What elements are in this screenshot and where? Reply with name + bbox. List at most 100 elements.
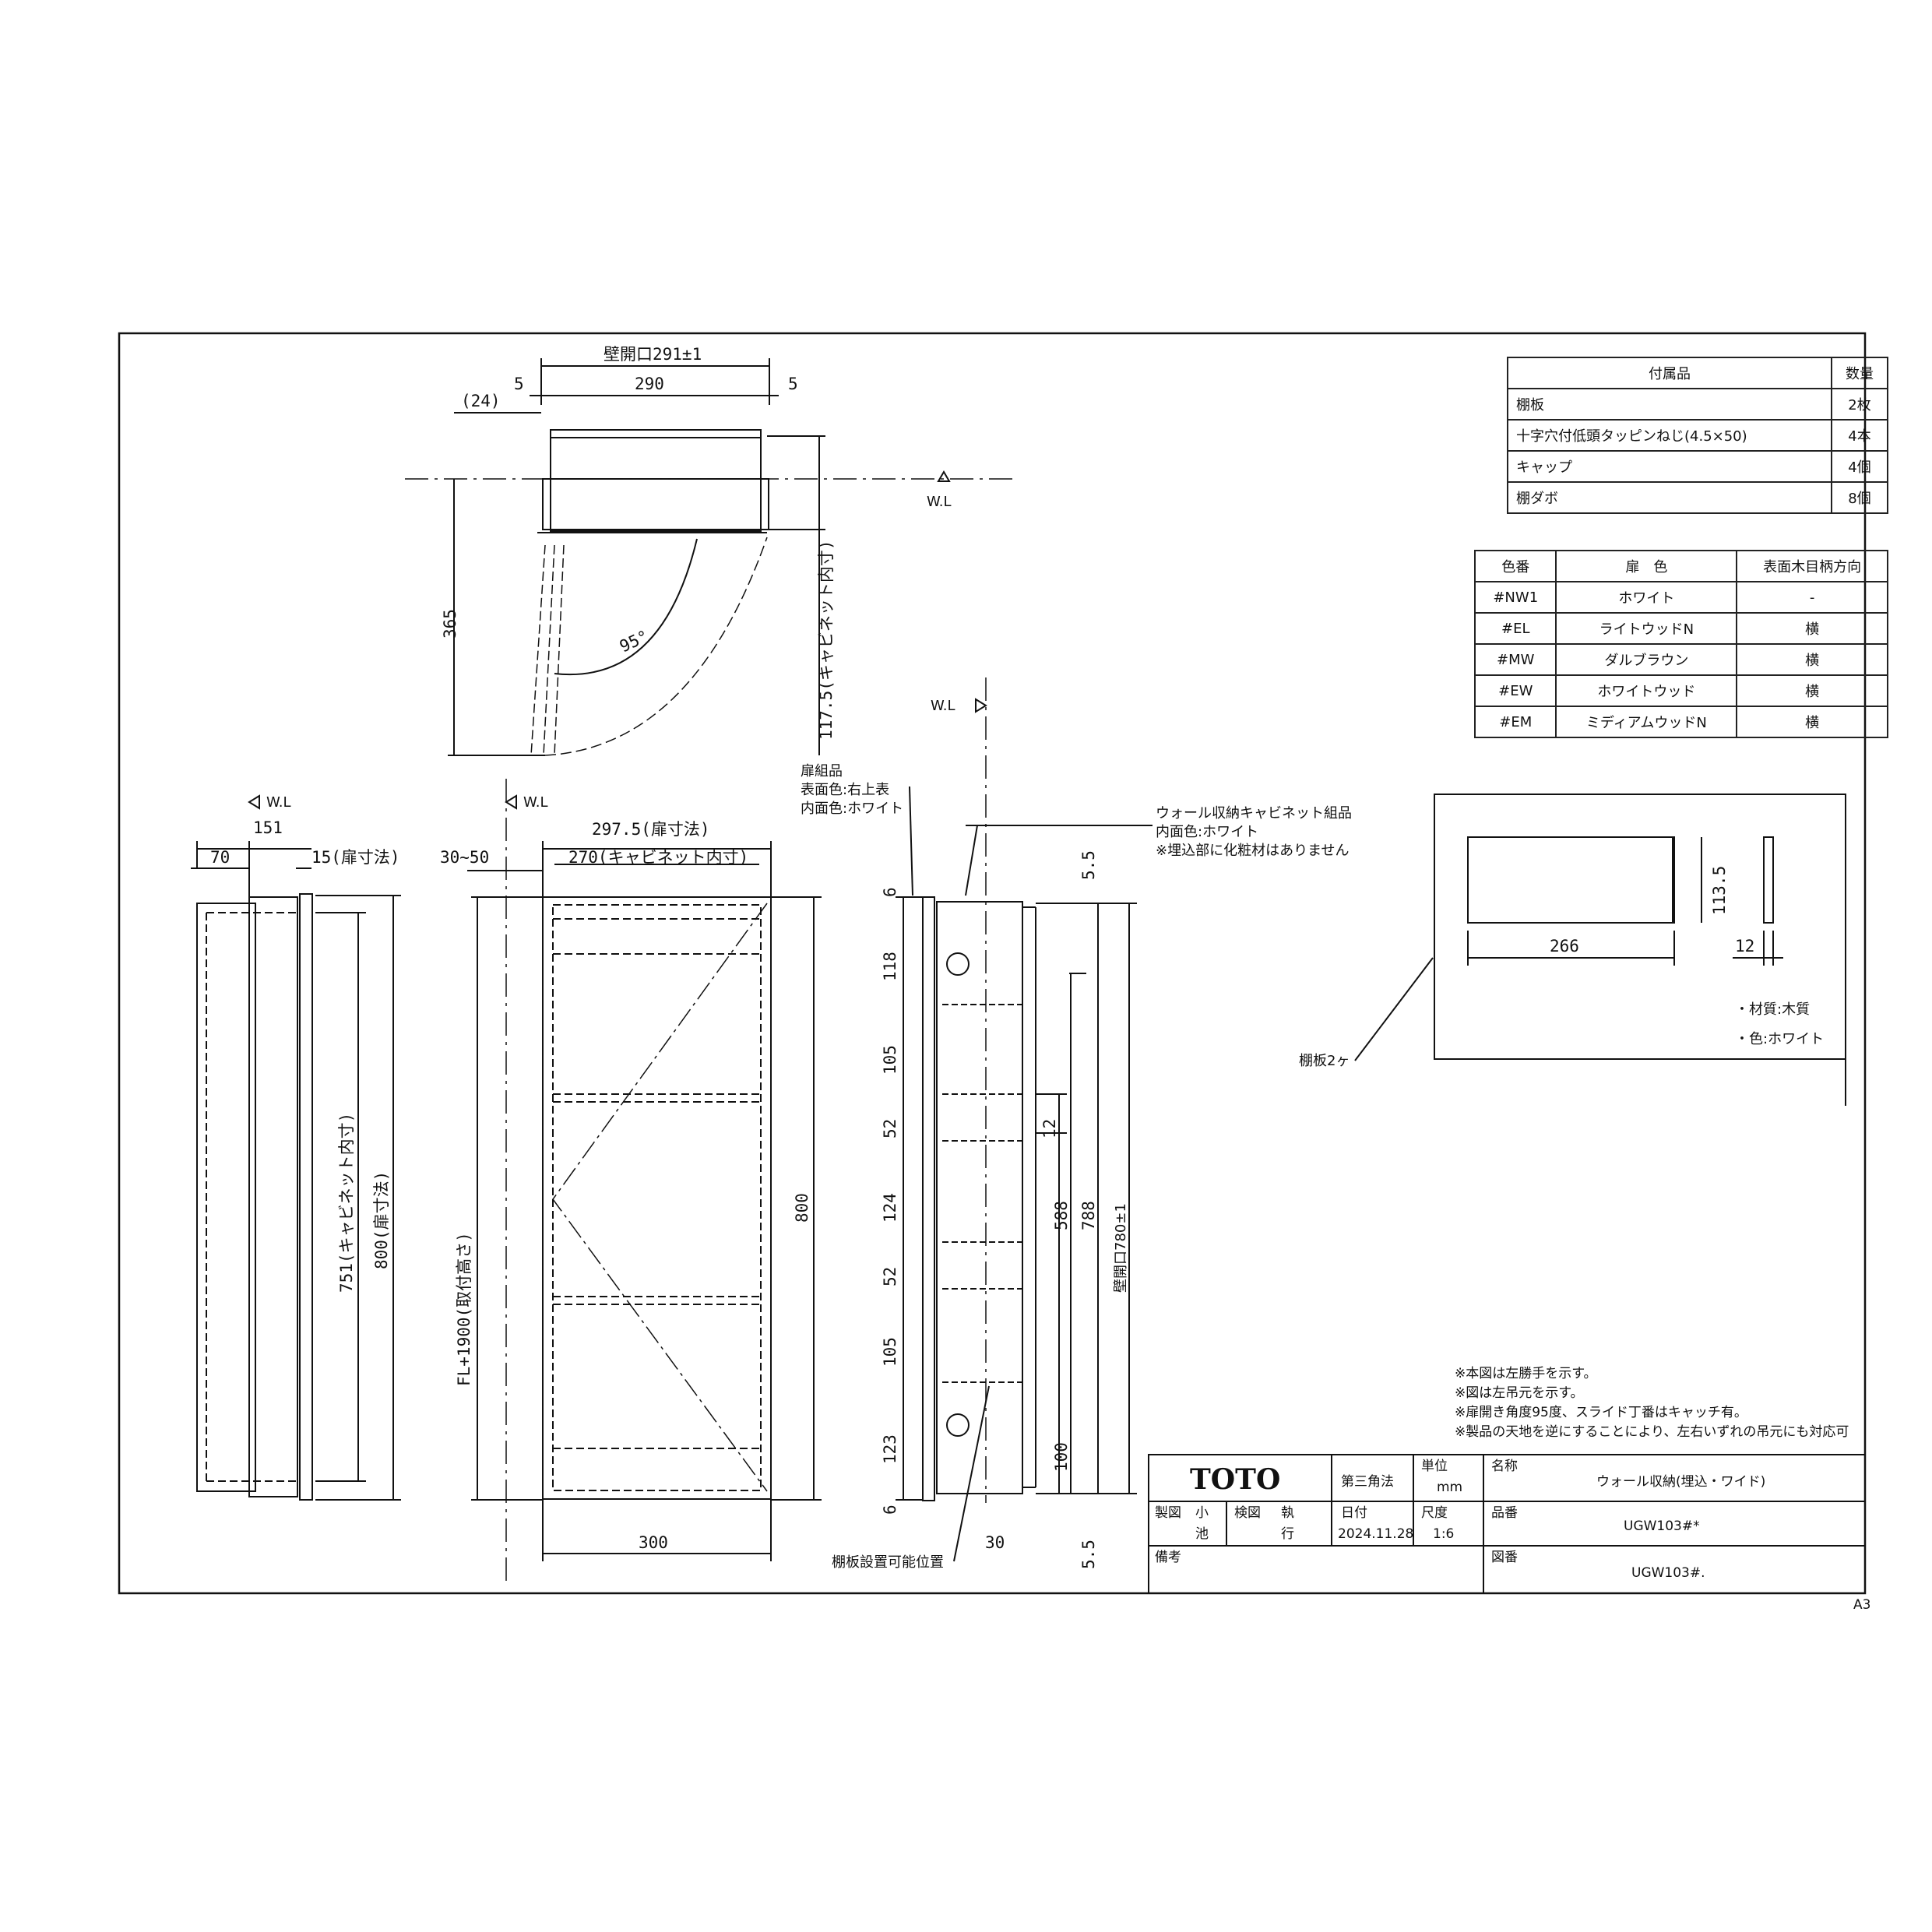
color-name: ミディアムウッドN xyxy=(1555,706,1738,738)
section-dim-4: 124 xyxy=(881,1193,899,1223)
section-dim-1: 118 xyxy=(881,952,899,981)
drawn-b: 池 xyxy=(1195,1526,1209,1542)
shelf-color: ・色:ホワイト xyxy=(1735,1031,1824,1047)
check-label: 検図 xyxy=(1234,1505,1261,1521)
door-face-label: 表面色:右上表 xyxy=(801,782,889,798)
cab-part-label: ウォール収納キャビネット組品 xyxy=(1156,805,1352,822)
color-name: ホワイト xyxy=(1555,581,1738,614)
front-cab-inner-w: 270(キャビネット内寸) xyxy=(568,848,748,867)
color-grain: 横 xyxy=(1736,612,1888,645)
product-name: ウォール収納(埋込・ワイド) xyxy=(1596,1474,1765,1490)
note-item: ※図は左吊元を示す。 xyxy=(1455,1385,1584,1401)
accessories-header-item: 付属品 xyxy=(1507,357,1832,389)
drawing-label: 図番 xyxy=(1491,1550,1518,1565)
top-inner: 117.5(キャビネット内寸) xyxy=(817,540,836,740)
section-dim-7: 123 xyxy=(881,1434,899,1464)
section-dim-0: 6 xyxy=(881,887,899,897)
top-offset: (24) xyxy=(461,392,501,410)
date: 2024.11.28 xyxy=(1338,1526,1413,1542)
drawing-frame xyxy=(118,332,1867,1595)
colors-header-row: 色番 扉 色 表面木目柄方向 xyxy=(1473,550,1888,582)
part-number: UGW103#* xyxy=(1624,1519,1700,1534)
colors-header-door: 扉 色 xyxy=(1555,550,1738,582)
color-grain: - xyxy=(1736,581,1888,614)
top-depth: 365 xyxy=(441,609,459,639)
side-door-h: 800(扉寸法) xyxy=(372,1171,391,1269)
front-mount-h: FL+1900(取付高さ) xyxy=(455,1232,473,1386)
accessory-qty: 8個 xyxy=(1831,481,1888,514)
check-a: 執 xyxy=(1281,1505,1294,1521)
drawn-label: 製図 xyxy=(1155,1505,1181,1521)
accessory-name: 十字穴付低頭タッピンねじ(4.5×50) xyxy=(1507,419,1832,452)
color-grain: 横 xyxy=(1736,674,1888,707)
drawing-number: UGW103#. xyxy=(1631,1565,1705,1581)
scale: 1:6 xyxy=(1433,1526,1454,1542)
section-100: 100 xyxy=(1052,1442,1071,1472)
cab-note-label: ※埋込部に化粧材はありません xyxy=(1156,843,1350,859)
shelf-height: 113.5 xyxy=(1710,866,1729,915)
color-name: ライトウッドN xyxy=(1555,612,1738,645)
section-dim-2: 105 xyxy=(881,1045,899,1075)
door-inner-label: 内面色:ホワイト xyxy=(801,801,903,817)
section-dim-6: 105 xyxy=(881,1337,899,1367)
front-width: 300 xyxy=(639,1533,668,1552)
section-wall-open: 壁開口780±1 xyxy=(1113,1203,1129,1293)
unit: mm xyxy=(1437,1480,1462,1495)
side-total: 151 xyxy=(253,818,283,837)
accessories-header-qty: 数量 xyxy=(1831,357,1888,389)
check-b: 行 xyxy=(1281,1526,1294,1542)
side-wall: 70 xyxy=(210,848,230,867)
table-row: 十字穴付低頭タッピンねじ(4.5×50)4本 xyxy=(1507,419,1888,452)
accessory-name: 棚ダボ xyxy=(1507,481,1832,514)
accessory-name: 棚板 xyxy=(1507,388,1832,421)
top-width: 290 xyxy=(635,375,664,393)
front-height: 800 xyxy=(793,1193,811,1223)
shelf-detail xyxy=(1354,794,1846,1106)
note-item: ※製品の天地を逆にすることにより、左右いずれの吊元にも対応可 xyxy=(1455,1424,1849,1440)
remarks-label: 備考 xyxy=(1155,1550,1181,1565)
front-view xyxy=(467,779,822,1581)
color-code: #EL xyxy=(1473,612,1557,645)
color-code: #EW xyxy=(1473,674,1557,707)
colors-header-code: 色番 xyxy=(1473,550,1557,582)
color-code: #MW xyxy=(1473,643,1557,676)
section-30: 30 xyxy=(985,1533,1005,1552)
section-dim-8: 6 xyxy=(881,1504,899,1515)
date-label: 日付 xyxy=(1341,1505,1367,1521)
side-view xyxy=(191,794,401,1501)
section-588: 588 xyxy=(1052,1201,1071,1230)
accessory-qty: 4本 xyxy=(1831,419,1888,452)
gap-right: 5 xyxy=(788,375,798,393)
cab-inner-label: 内面色:ホワイト xyxy=(1156,824,1258,840)
door-angle: 95° xyxy=(617,627,652,656)
part-label: 品番 xyxy=(1491,1505,1518,1521)
note-item: ※本図は左勝手を示す。 xyxy=(1455,1366,1597,1381)
shelf-material: ・材質:木質 xyxy=(1735,1001,1810,1018)
shelf-thick: 12 xyxy=(1735,937,1754,955)
colors-header-grain: 表面木目柄方向 xyxy=(1736,550,1888,582)
accessories-header-row: 付属品 数量 xyxy=(1507,357,1888,389)
toto-logo: TOTO xyxy=(1190,1463,1280,1496)
title-block xyxy=(1148,1454,1866,1594)
section-dim-3: 52 xyxy=(881,1119,899,1138)
color-name: ホワイトウッド xyxy=(1555,674,1738,707)
note-item: ※扉開き角度95度、スライド丁番はキャッチ有。 xyxy=(1455,1405,1747,1420)
unit-label: 単位 xyxy=(1421,1459,1448,1474)
projection: 第三角法 xyxy=(1341,1474,1394,1490)
gap-left: 5 xyxy=(514,375,524,393)
side-door: 15(扉寸法) xyxy=(311,848,400,867)
section-12: 12 xyxy=(1040,1119,1059,1138)
front-embed: 30~50 xyxy=(440,848,489,867)
sheet-size: A3 xyxy=(1853,1597,1870,1613)
side-cab-inner: 751(キャビネット内寸) xyxy=(337,1113,356,1293)
accessory-qty: 2枚 xyxy=(1831,388,1888,421)
